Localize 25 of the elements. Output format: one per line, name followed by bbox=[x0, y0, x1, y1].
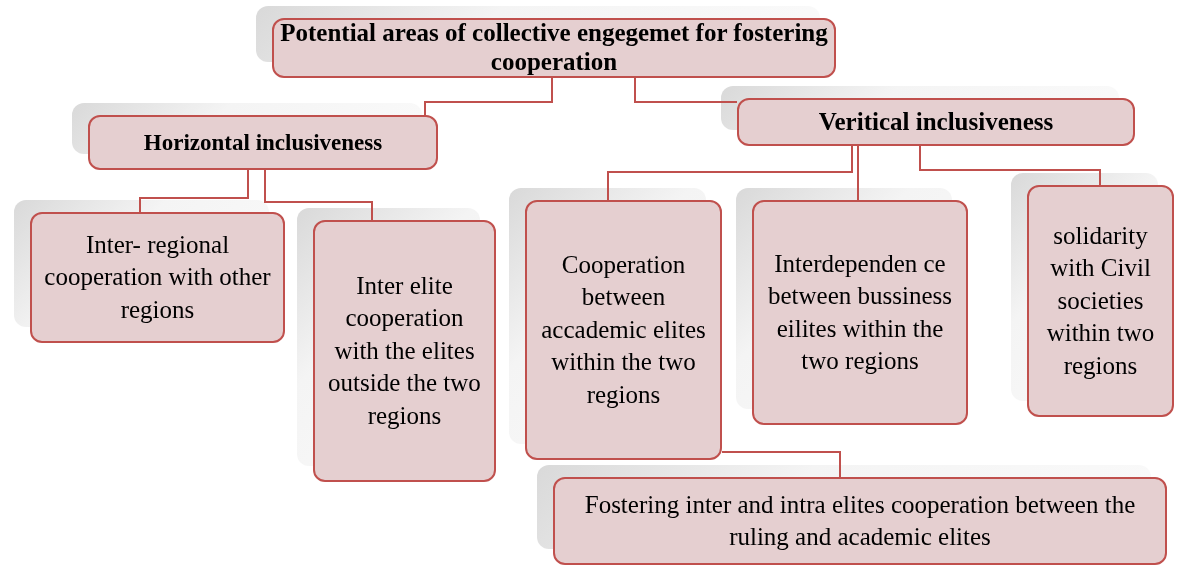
text-box bbox=[553, 477, 1167, 565]
text-box bbox=[313, 220, 496, 482]
connector-line bbox=[264, 169, 373, 221]
text-box bbox=[30, 212, 285, 343]
box-label: Veritical inclusiveness bbox=[818, 106, 1054, 137]
text-box bbox=[525, 200, 722, 460]
box-label: Interdependen ce between bussiness eilites within the two regions bbox=[767, 248, 953, 376]
connector-line bbox=[139, 169, 249, 213]
text-box bbox=[88, 115, 438, 170]
box-label: Horizontal inclusiveness bbox=[143, 128, 383, 157]
box-label: Inter elite cooperation with the elites outside the two regions bbox=[327, 270, 482, 431]
box-label: Potential areas of collective engegemet for fostering cooperation bbox=[280, 19, 828, 77]
connector-line bbox=[634, 77, 738, 103]
text-box bbox=[752, 200, 968, 425]
text-box bbox=[1027, 185, 1174, 417]
box-label: solidarity with Civil societies within two regions bbox=[1045, 220, 1156, 381]
connector-line bbox=[857, 145, 859, 201]
box-label: Cooperation between accademic elites within the two regions bbox=[540, 249, 707, 410]
connector-line bbox=[919, 145, 1101, 186]
connector-line bbox=[721, 451, 841, 478]
connector-line bbox=[424, 77, 553, 116]
box-label: Fostering inter and intra elites cooperation between the ruling and academic elites bbox=[583, 489, 1137, 552]
connector-line bbox=[607, 145, 853, 201]
box-label: Inter- regional cooperation with other regions bbox=[43, 229, 272, 325]
text-box bbox=[737, 98, 1135, 146]
